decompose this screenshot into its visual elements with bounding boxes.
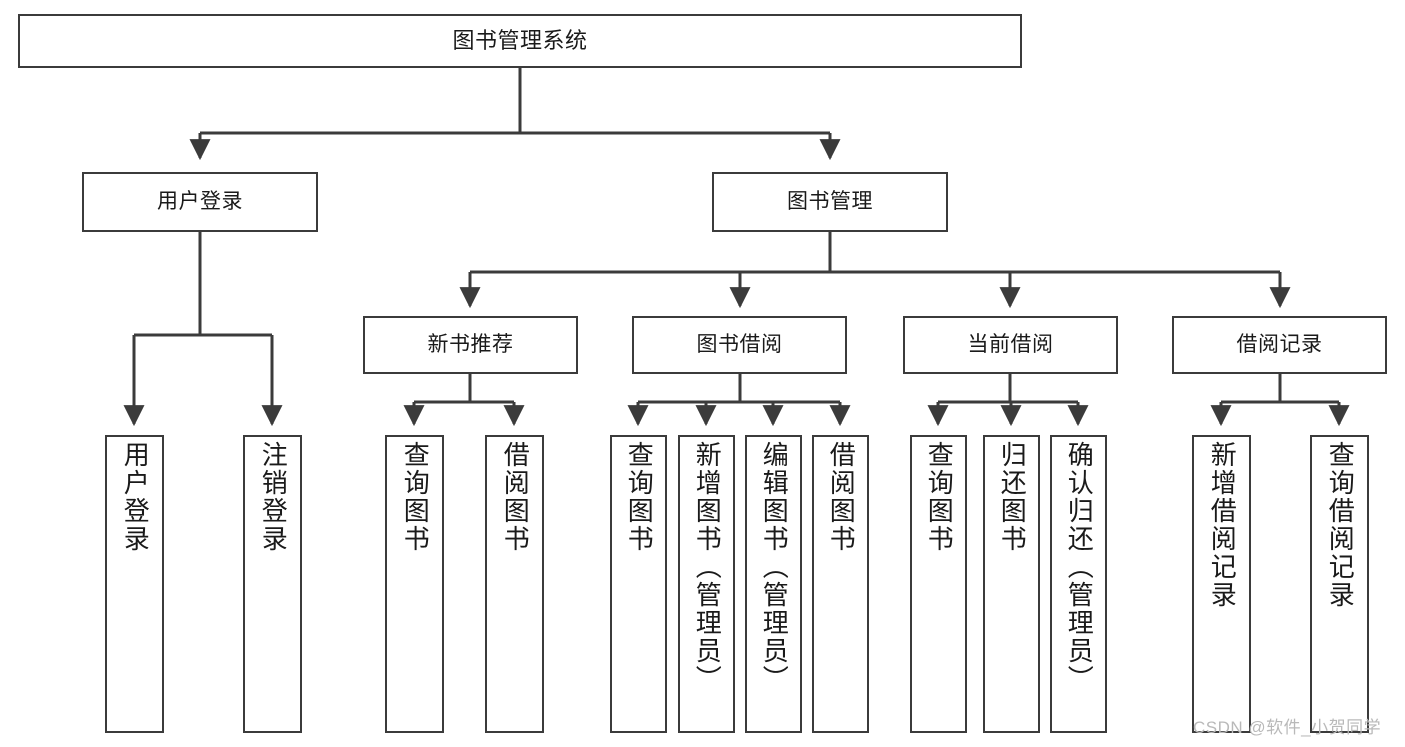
leaf-borrow-book[interactable]: 借阅图书 xyxy=(812,435,869,733)
node-user-login-label: 用户登录 xyxy=(157,190,243,214)
leaf-query-book-recommend-label: 查询图书 xyxy=(400,441,431,553)
csdn-watermark: CSDN @软件_小贺同学 xyxy=(1193,718,1382,737)
node-borrow-record[interactable]: 借阅记录 xyxy=(1172,316,1387,374)
node-user-login[interactable]: 用户登录 xyxy=(82,172,318,232)
leaf-query-book-recommend[interactable]: 查询图书 xyxy=(385,435,444,733)
leaf-borrow-book-label: 借阅图书 xyxy=(826,441,857,553)
leaf-borrow-book-recommend[interactable]: 借阅图书 xyxy=(485,435,544,733)
node-book-borrow-label: 图书借阅 xyxy=(696,333,783,357)
leaf-query-book-borrow-label: 查询图书 xyxy=(624,441,655,553)
leaf-edit-book-admin[interactable]: 编辑图书（管理员） xyxy=(745,435,802,733)
leaf-add-borrow-record-label: 新增借阅记录 xyxy=(1207,441,1238,609)
leaf-user-login[interactable]: 用户登录 xyxy=(105,435,164,733)
node-book-management[interactable]: 图书管理 xyxy=(712,172,948,232)
node-borrow-record-label: 借阅记录 xyxy=(1236,333,1323,357)
leaf-query-borrow-record[interactable]: 查询借阅记录 xyxy=(1310,435,1369,733)
leaf-query-book-current[interactable]: 查询图书 xyxy=(910,435,967,733)
leaf-logout[interactable]: 注销登录 xyxy=(243,435,302,733)
node-book-management-label: 图书管理 xyxy=(787,190,873,214)
leaf-logout-label: 注销登录 xyxy=(258,441,289,553)
leaf-return-book[interactable]: 归还图书 xyxy=(983,435,1040,733)
leaf-query-book-current-label: 查询图书 xyxy=(924,441,955,553)
node-root-label: 图书管理系统 xyxy=(452,27,588,53)
leaf-query-book-borrow[interactable]: 查询图书 xyxy=(610,435,667,733)
leaf-confirm-return-admin[interactable]: 确认归还（管理员） xyxy=(1050,435,1107,733)
leaf-add-borrow-record[interactable]: 新增借阅记录 xyxy=(1192,435,1251,733)
leaf-add-book-admin[interactable]: 新增图书（管理员） xyxy=(678,435,735,733)
leaf-return-book-label: 归还图书 xyxy=(997,441,1028,553)
node-new-book-recommend-label: 新书推荐 xyxy=(427,333,514,357)
node-new-book-recommend[interactable]: 新书推荐 xyxy=(363,316,578,374)
node-root[interactable]: 图书管理系统 xyxy=(18,14,1022,68)
leaf-query-borrow-record-label: 查询借阅记录 xyxy=(1325,441,1356,609)
leaf-confirm-return-admin-label: 确认归还（管理员） xyxy=(1064,441,1095,693)
leaf-edit-book-admin-label: 编辑图书（管理员） xyxy=(759,441,790,693)
node-current-borrow-label: 当前借阅 xyxy=(967,333,1054,357)
leaf-borrow-book-recommend-label: 借阅图书 xyxy=(500,441,531,553)
node-book-borrow[interactable]: 图书借阅 xyxy=(632,316,847,374)
node-current-borrow[interactable]: 当前借阅 xyxy=(903,316,1118,374)
leaf-user-login-label: 用户登录 xyxy=(120,441,151,553)
leaf-add-book-admin-label: 新增图书（管理员） xyxy=(692,441,723,693)
